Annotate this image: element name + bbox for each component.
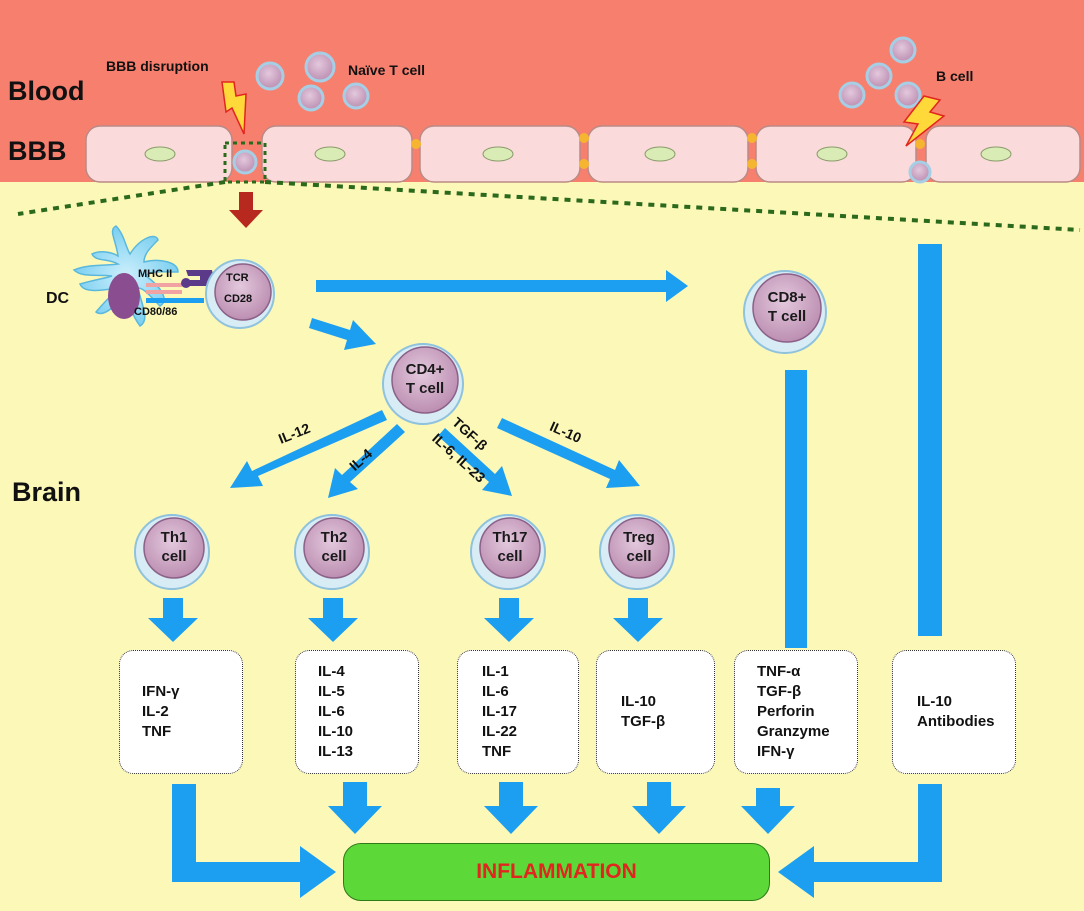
arrow-treg-to-inflammation — [632, 782, 686, 834]
treg-cell — [599, 514, 675, 590]
bcell-cytokine-box: IL-10 Antibodies — [892, 650, 1016, 774]
th1-cytokine-box: IFN-γ IL-2 TNF — [119, 650, 243, 774]
region-label-brain: Brain — [12, 477, 82, 507]
dc-label: DC — [46, 290, 70, 307]
lightning-icon — [902, 95, 946, 147]
th2-cell — [294, 514, 370, 590]
mhc2-bar — [146, 290, 182, 294]
arrow-bcell-to-inflammation — [778, 784, 942, 898]
endothelial-cell — [755, 125, 917, 183]
cd8-t-cell — [743, 270, 827, 354]
b-cell-label: B cell — [936, 68, 974, 84]
th1-cell — [134, 514, 210, 590]
cd8-cytokine-box: TNF-α TGF-β Perforin Granzyme IFN-γ — [734, 650, 858, 774]
inflammation-box: INFLAMMATION — [343, 843, 770, 901]
tight-junction — [579, 133, 589, 143]
cd8-cell-label: CD8+T cell — [767, 289, 807, 325]
tight-junction — [915, 139, 925, 149]
arrow-th1-to-box — [148, 598, 198, 642]
zoom-line-right — [264, 180, 1081, 232]
arrow-treg-to-box — [613, 598, 663, 642]
arrow-dc-to-cd8 — [316, 270, 688, 302]
region-label-blood: Blood — [8, 76, 85, 106]
naive-t-cell-label: Naïve T cell — [348, 62, 426, 78]
tight-junction — [747, 159, 757, 169]
bar-bcell-to-box — [918, 244, 942, 636]
cd80-86-bar — [146, 298, 204, 303]
treg-cytokine-box: IL-10 TGF-β — [596, 650, 715, 774]
entry-arrow — [229, 192, 263, 228]
tcr-label: TCR — [226, 272, 249, 284]
arrow-cd4-to-treg — [497, 418, 640, 488]
tight-junction — [579, 159, 589, 169]
tight-junction — [411, 139, 421, 149]
arrow-th2-to-box — [308, 598, 358, 642]
bbb-endothelium — [85, 125, 1081, 183]
th17-cell — [470, 514, 546, 590]
mhc2-bar — [146, 283, 182, 287]
arrow-th2-to-inflammation — [328, 782, 382, 834]
cd80-86-label: CD80/86 — [134, 306, 178, 318]
endothelial-cell — [419, 125, 581, 183]
t-cell-activating — [205, 259, 275, 329]
bar-cd8-to-box — [785, 370, 807, 648]
cd28-label: CD28 — [224, 293, 253, 305]
arrow-dc-to-cd4 — [309, 318, 376, 350]
endothelial-cell — [925, 125, 1081, 183]
lightning-icon — [221, 81, 247, 135]
arrow-cd4-to-th2 — [328, 424, 405, 498]
endothelial-cell — [261, 125, 413, 183]
mhc2-label: MHC II — [138, 268, 173, 280]
bbb-disruption-label: BBB disruption — [106, 58, 209, 74]
arrow-cd4-to-th17 — [438, 428, 512, 496]
arrow-th17-to-box — [484, 598, 534, 642]
tight-junction — [747, 133, 757, 143]
arrow-th1-to-inflammation — [172, 784, 336, 898]
arrow-cd8box-to-inflammation — [741, 788, 795, 834]
dendritic-cell — [72, 225, 179, 328]
arrow-th17-to-inflammation — [484, 782, 538, 834]
zoom-box — [223, 141, 267, 184]
naive-t-cells — [255, 51, 370, 112]
pathway-arrows — [148, 244, 942, 898]
arrow-cd4-to-th1 — [230, 410, 387, 488]
b-cells — [838, 36, 932, 184]
zoom-line-left — [17, 180, 226, 216]
cd4-t-cell — [382, 343, 464, 425]
th2-cytokine-box: IL-4 IL-5 IL-6 IL-10 IL-13 — [295, 650, 419, 774]
region-label-bbb: BBB — [8, 136, 67, 166]
endothelial-cell — [85, 125, 233, 183]
endothelial-cell — [587, 125, 749, 183]
cd4-cell-label: CD4+T cell — [405, 361, 445, 397]
th17-cytokine-box: IL-1 IL-6 IL-17 IL-22 TNF — [457, 650, 579, 774]
